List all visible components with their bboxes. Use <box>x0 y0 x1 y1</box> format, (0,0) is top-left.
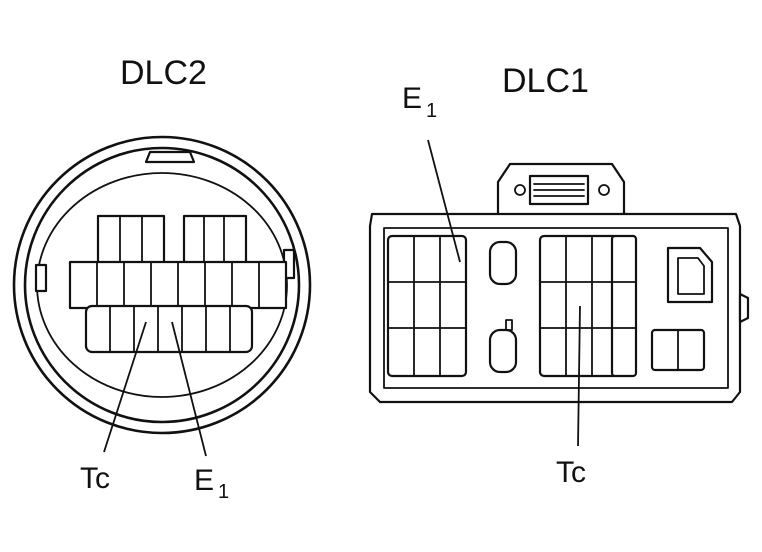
dlc1-bottom-right-terminals <box>650 328 706 372</box>
dlc1-inner-face <box>383 227 729 389</box>
dlc2-e1-leader <box>171 321 207 457</box>
dlc1-e1-leader <box>427 139 461 263</box>
dlc2-e1-label: E 1 <box>194 464 229 503</box>
dlc1-connector: DLC1 E 1 <box>368 62 750 489</box>
svg-text:E: E <box>194 464 214 497</box>
dlc1-lower-oval-pin <box>488 328 518 374</box>
dlc1-tc-label: Tc <box>556 456 586 489</box>
dlc1-title: DLC1 <box>502 62 589 100</box>
dlc2-connector: DLC2 <box>12 54 312 503</box>
dlc2-bottom-row <box>84 304 254 354</box>
dlc2-terminal-grid <box>68 214 288 354</box>
svg-text:E: E <box>402 82 422 115</box>
dlc1-pin-key <box>505 319 513 331</box>
dlc2-tc-label: Tc <box>80 462 110 495</box>
dlc2-key-tab <box>144 150 196 164</box>
dlc2-top-block-left <box>96 214 166 266</box>
dlc2-outer-ring <box>12 135 312 435</box>
svg-text:1: 1 <box>426 100 437 122</box>
dlc1-left-terminal-block <box>386 234 468 378</box>
dlc2-left-lug <box>34 263 48 293</box>
dlc2-inner-ring <box>23 146 301 424</box>
dlc1-tc-leader <box>577 305 581 447</box>
dlc1-e1-label: E 1 <box>402 82 437 122</box>
dlc2-tc-leader <box>103 321 147 453</box>
dlc2-top-block-right <box>182 214 248 266</box>
dlc2-title: DLC2 <box>120 54 207 92</box>
dlc1-narrow-column <box>610 234 638 378</box>
dlc1-upper-oval-pin <box>488 240 518 286</box>
svg-text:1: 1 <box>218 481 229 503</box>
dlc1-side-nub <box>738 292 750 324</box>
